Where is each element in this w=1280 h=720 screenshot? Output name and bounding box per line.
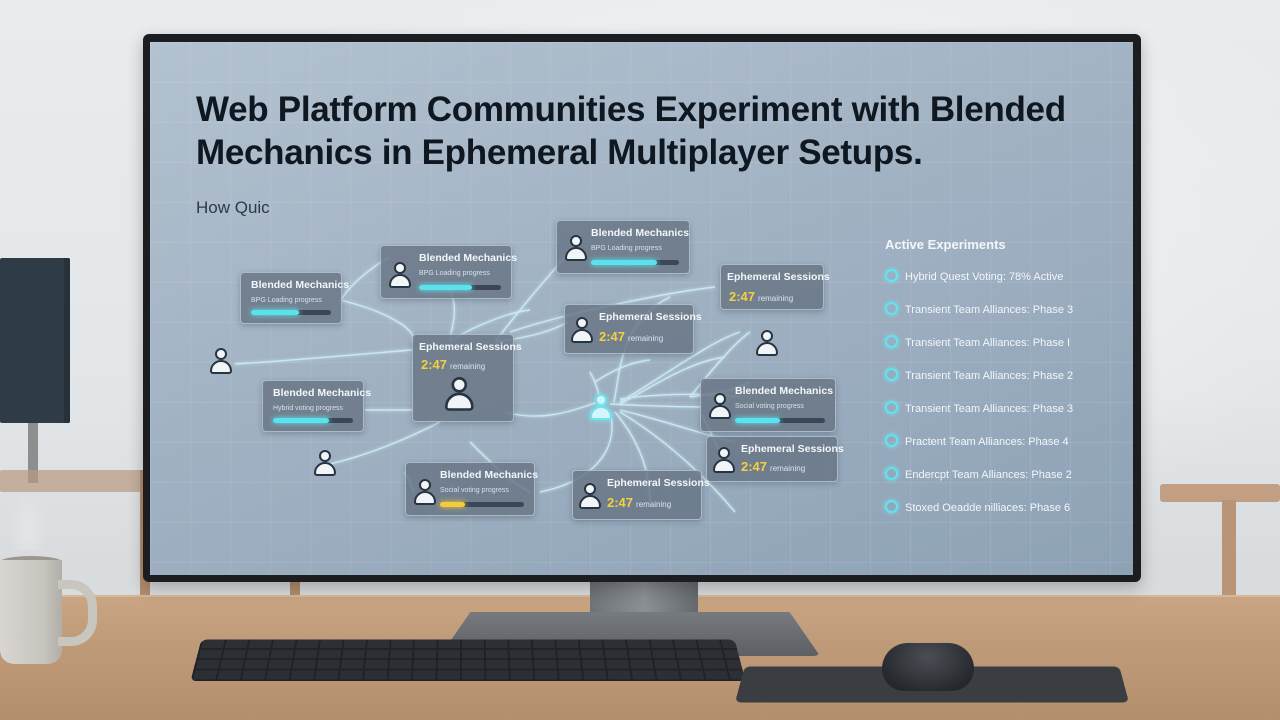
card-title: Blended Mechanics (251, 279, 350, 291)
progress-fill (419, 285, 473, 290)
user-avatar-icon[interactable] (314, 450, 336, 476)
status-ring-icon (885, 401, 898, 414)
page-subtitle: How Quic (196, 198, 270, 217)
progress-bar (419, 285, 501, 290)
progress-bar (251, 310, 331, 315)
keyboard[interactable] (190, 639, 746, 682)
mug-handle (58, 580, 97, 646)
experiment-item[interactable]: Transient Team Alliances: Phase 3 (885, 401, 1073, 415)
blended-mechanics-card[interactable]: Blended Mechanics BPG Loading progress (556, 220, 690, 274)
blended-mechanics-card[interactable]: Blended Mechanics Hybrid voting progress (262, 380, 371, 432)
progress-fill (591, 260, 657, 265)
experiment-item[interactable]: Transient Team Alliances: Phase I (885, 335, 1070, 349)
experiment-item[interactable]: Stoxed Oeadde nilliaces: Phase 6 (885, 500, 1070, 514)
side-table-leg (1222, 500, 1236, 620)
progress-fill (273, 418, 329, 423)
status-ring-icon (885, 302, 898, 315)
status-ring-icon (885, 467, 898, 480)
experiment-item[interactable]: Endercpt Team Alliances: Phase 2 (885, 467, 1072, 481)
user-avatar-icon (389, 262, 411, 288)
mouse[interactable] (882, 643, 974, 691)
card-title: Ephemeral Sessions (727, 271, 830, 283)
card-title: Blended Mechanics (591, 227, 690, 239)
progress-fill (440, 502, 466, 507)
card-subtitle: Hybrid voting progress (273, 405, 344, 412)
user-avatar-icon (571, 317, 593, 343)
background-shelf (0, 470, 150, 492)
user-avatar-icon (579, 483, 601, 509)
blended-mechanics-card[interactable]: Blended Mechanics BPG Loading progress (240, 272, 349, 324)
card-title: Ephemeral Sessions (741, 443, 844, 455)
card-title: Blended Mechanics (440, 469, 539, 481)
experiment-item[interactable]: Transient Team Alliances: Phase 3 (885, 302, 1073, 316)
user-avatar-icon (414, 479, 436, 505)
experiment-item[interactable]: Practent Team Alliances: Phase 4 (885, 434, 1069, 448)
user-avatar-icon[interactable] (590, 394, 612, 420)
background-monitor (0, 258, 70, 483)
progress-bar (273, 418, 353, 423)
coffee-mug (0, 560, 62, 664)
user-avatar-icon (445, 377, 474, 411)
status-ring-icon (885, 500, 898, 513)
blended-mechanics-card[interactable]: Blended Mechanics Social voting progress (405, 462, 539, 516)
card-title: Ephemeral Sessions (419, 341, 522, 353)
steam (8, 490, 48, 550)
side-table (1160, 484, 1280, 502)
user-avatar-icon[interactable] (756, 330, 778, 356)
experiment-item[interactable]: Hybrid Quest Voting: 78% Active (885, 269, 1063, 283)
card-subtitle: Social voting progress (440, 487, 509, 494)
user-avatar-icon (709, 393, 731, 419)
user-avatar-icon (565, 235, 587, 261)
experiment-item[interactable]: Transient Team Alliances: Phase 2 (885, 368, 1073, 382)
user-avatar-icon[interactable] (210, 348, 232, 374)
progress-bar (440, 502, 524, 507)
progress-fill (251, 310, 299, 315)
card-subtitle: BPG Loading progress (251, 297, 322, 304)
progress-bar (735, 418, 825, 423)
progress-fill (735, 418, 780, 423)
panel-title: Active Experiments (885, 237, 1006, 252)
card-title: Blended Mechanics (419, 252, 518, 264)
card-subtitle: BPG Loading progress (419, 270, 490, 277)
status-ring-icon (885, 434, 898, 447)
monitor-screen: Web Platform Communities Experiment with… (150, 42, 1133, 575)
card-title: Blended Mechanics (273, 387, 372, 399)
active-experiments-panel: Active Experiments Hybrid Quest Voting: … (885, 237, 1125, 557)
card-title: Blended Mechanics (735, 385, 834, 397)
status-ring-icon (885, 269, 898, 282)
page-title: Web Platform Communities Experiment with… (196, 90, 1066, 172)
progress-bar (591, 260, 679, 265)
blended-mechanics-card[interactable]: Blended Mechanics BPG Loading progress (380, 245, 517, 299)
card-subtitle: BPG Loading progress (591, 245, 662, 252)
status-ring-icon (885, 335, 898, 348)
status-ring-icon (885, 368, 898, 381)
card-subtitle: Social voting progress (735, 403, 804, 410)
card-title: Ephemeral Sessions (607, 477, 710, 489)
card-title: Ephemeral Sessions (599, 311, 702, 323)
blended-mechanics-card[interactable]: Blended Mechanics Social voting progress (700, 378, 836, 432)
user-avatar-icon (713, 447, 735, 473)
